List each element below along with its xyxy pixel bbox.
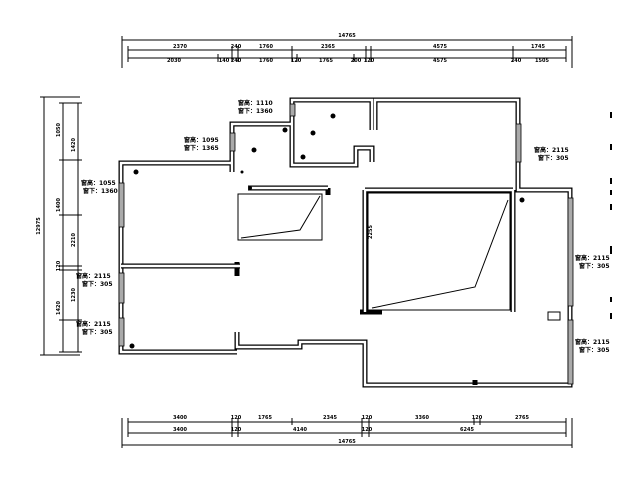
fixture-dot [248,186,252,190]
window [118,272,125,304]
bottom-dim: 3360 [415,415,429,421]
bottom-dim: 3400 [173,415,187,421]
right-edge-marks [610,112,612,319]
top-dim: 200 [351,58,362,64]
window [118,317,125,347]
top-dim: 240 [231,58,242,64]
fixture-dot [519,197,525,203]
bottom-dim: 120 [362,427,373,433]
bottom-dimension-chain: 3400 120 1765 2345 120 3360 120 2765 340… [121,415,573,448]
window-height-label: 窗高：1055 [81,179,116,187]
fixture-dot [129,343,135,349]
living-room-furniture: 2255 [367,192,511,311]
window-height-label: 窗高：2115 [575,338,610,346]
window-height-label: 窗高：2115 [534,146,569,154]
window-sill-label: 窗下：305 [579,346,610,354]
window-sill-label: 窗下：1365 [184,144,219,152]
top-dim: 4575 [433,44,447,50]
bottom-dim: 120 [362,415,373,421]
interior-dim: 2255 [368,225,374,239]
left-dim: 2210 [71,233,77,247]
window [229,132,236,152]
fixture-dot [282,127,288,133]
left-total-dim: 12975 [36,217,42,235]
bottom-dim: 120 [472,415,483,421]
window-sill-label: 窗下：305 [538,154,569,162]
bottom-dim: 2345 [323,415,337,421]
fixture-dot [300,154,306,160]
top-dim: 1760 [259,44,273,50]
window-height-label: 窗高：1110 [238,99,273,107]
bottom-dim: 4140 [293,427,307,433]
fixture-dot [251,147,257,153]
window-height-label: 窗高：2115 [575,254,610,262]
bottom-dim: 2765 [515,415,529,421]
left-dim: 120 [56,260,62,271]
left-dim: 1230 [71,288,77,302]
window-sill-label: 窗下：305 [82,280,113,288]
top-dim: 240 [231,44,242,50]
window [567,197,574,307]
top-dim: 2365 [321,44,335,50]
top-dim: 120 [291,58,302,64]
window [515,123,522,163]
left-dim: 1420 [71,138,77,152]
top-dim: 240 [511,58,522,64]
bottom-dim: 3400 [173,427,187,433]
window-sill-label: 窗下：1360 [238,107,273,115]
top-dim: 1745 [531,44,545,50]
bottom-total-dim: 14765 [338,439,356,445]
top-dim: 1760 [259,58,273,64]
left-dim: 1050 [56,123,62,137]
fixture-dot [330,113,336,119]
window-height-label: 窗高：1095 [184,136,219,144]
top-dim: 1505 [535,58,549,64]
windows [118,103,574,385]
column [547,311,561,321]
fixtures [129,113,525,349]
window-sill-label: 窗下：1360 [83,187,118,195]
top-dim: 120 [364,58,375,64]
window-labels: 窗高：1110 窗下：1360 窗高：1095 窗下：1365 窗高：1055 … [76,99,610,354]
top-dim: 2370 [173,44,187,50]
bottom-dim: 6245 [460,427,474,433]
kitchen-counter [237,193,323,241]
top-dimension-chain: 14765 2370 240 1760 2365 4575 1745 2030 … [121,33,573,68]
top-dim: 1765 [319,58,333,64]
window [289,103,296,117]
bottom-dim: 120 [231,427,242,433]
fixture-dot [240,170,244,174]
left-dimension-chain: 12975 1050 1400 1420 2210 120 1420 1230 [36,96,82,356]
window-sill-label: 窗下：305 [82,328,113,336]
window-height-label: 窗高：2115 [76,272,111,280]
left-dim: 1420 [56,301,62,315]
fixture-dot [133,169,139,175]
left-dim: 1400 [56,198,62,212]
top-total-dim: 14765 [338,33,356,39]
fixture-dot [310,130,316,136]
top-dim: 2030 [167,58,181,64]
top-dim: 140 [219,58,230,64]
top-dim: 4575 [433,58,447,64]
window-height-label: 窗高：2115 [76,320,111,328]
window-sill-label: 窗下：305 [579,262,610,270]
window [118,182,125,228]
bottom-dim: 120 [231,415,242,421]
window [567,319,574,385]
bottom-dim: 1765 [258,415,272,421]
